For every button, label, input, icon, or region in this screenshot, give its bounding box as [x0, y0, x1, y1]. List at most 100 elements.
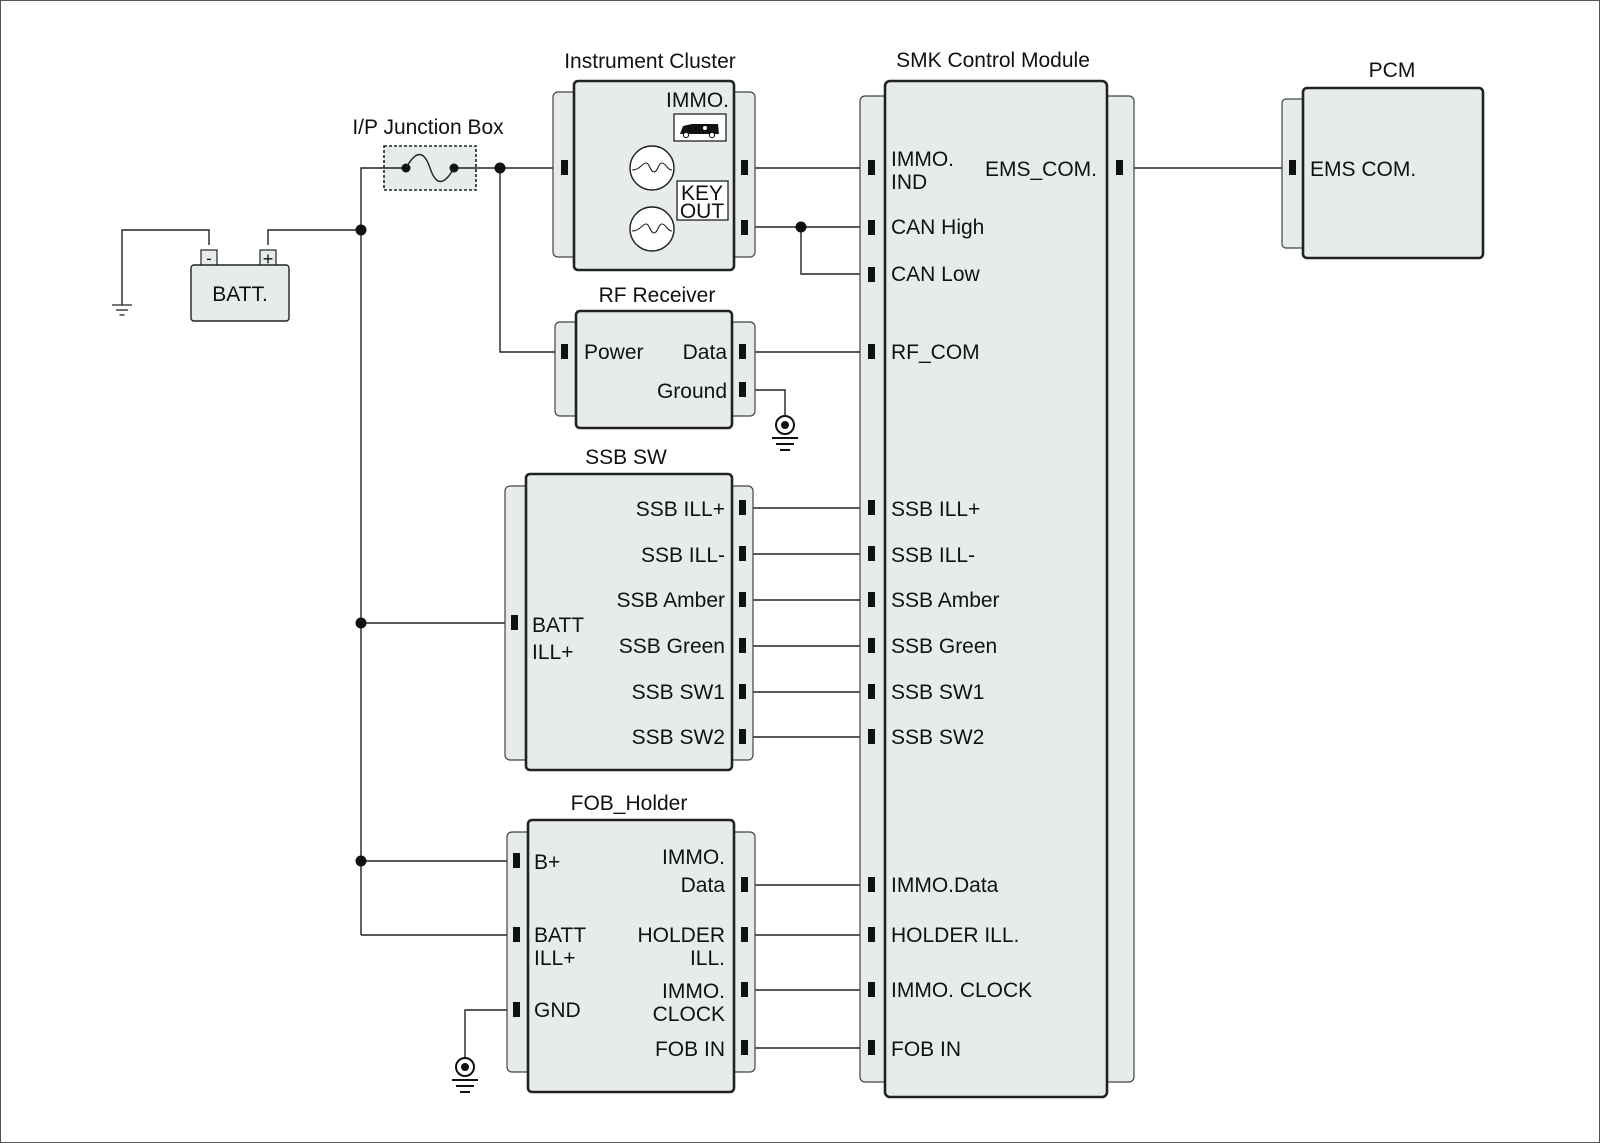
smk-body [883, 79, 1109, 1099]
smk-holder-ill-label: HOLDER ILL. [891, 924, 1019, 947]
ssb-switch: SSB SW BATT ILL+ SSB ILL+ SSB ILL- SSB A… [504, 446, 754, 772]
pin-marker [868, 729, 875, 744]
pin-marker [868, 684, 875, 699]
ground-icon [772, 415, 798, 451]
ssb-sw2-label: SSB SW2 [632, 726, 725, 749]
key-out-lamp-icon [629, 206, 675, 252]
immo-lamp-icon [629, 145, 675, 191]
chassis-ground-icon [112, 304, 132, 316]
pin-marker [739, 546, 746, 561]
smk-ssb-sw2-label: SSB SW2 [891, 726, 984, 749]
pin-marker [511, 615, 518, 630]
pin-marker [741, 877, 748, 892]
ip-junction-box: I/P Junction Box [352, 116, 504, 191]
fob-gnd-wire [464, 1009, 516, 1060]
splice-dot [355, 224, 367, 236]
splice-dot [355, 855, 367, 867]
pin-marker [513, 1002, 520, 1017]
pcm-body [1301, 86, 1485, 260]
ssb-batt-label-1: BATT [532, 614, 584, 637]
pin-marker [1116, 160, 1123, 175]
rf-power-label: Power [584, 341, 644, 364]
pin-marker [868, 592, 875, 607]
battery-ground-wire [121, 229, 210, 305]
pin-marker [741, 927, 748, 942]
smk-ems-com-label: EMS_COM. [985, 158, 1097, 181]
fob-holder-ill-label-1: HOLDER [637, 924, 725, 947]
pin-marker [739, 382, 746, 397]
smk-ssb-ill-minus-label: SSB ILL- [891, 544, 975, 567]
fob-holder-body [526, 818, 736, 1094]
smk-immo-data-label: IMMO.Data [891, 874, 999, 897]
rf-power-wire [499, 168, 562, 353]
ssb-batt-label-2: ILL+ [532, 641, 573, 664]
cluster-immo-label: IMMO. [666, 89, 729, 112]
fob-immo-data-label-1: IMMO. [662, 846, 725, 869]
smk-ssb-amber-label: SSB Amber [891, 589, 1000, 612]
splice-dot [355, 617, 367, 629]
key-out-label-2: OUT [680, 200, 725, 223]
pin-marker [741, 220, 748, 235]
pin-marker [1289, 160, 1296, 175]
fob-holder-ill-label-2: ILL. [690, 947, 725, 970]
smk-immo-ind-label-2: IND [891, 171, 927, 194]
smk-ssb-ill-plus-label: SSB ILL+ [891, 498, 980, 521]
pin-marker [741, 1040, 748, 1055]
pin-marker [739, 592, 746, 607]
pin-marker [868, 1040, 875, 1055]
splice-points [355, 162, 807, 867]
smk-immo-clock-label: IMMO. CLOCK [891, 979, 1032, 1002]
fob-in-label: FOB IN [655, 1038, 725, 1061]
smk-fob-in-label: FOB IN [891, 1038, 961, 1061]
fob-immo-clock-label-2: CLOCK [653, 1003, 725, 1026]
pin-marker [868, 500, 875, 515]
battery: - + BATT. [190, 249, 290, 322]
smk-can-low-label: CAN Low [891, 263, 981, 286]
pin-marker [739, 729, 746, 744]
rf-receiver: RF Receiver Power Data Ground [554, 284, 756, 430]
smk-ssb-sw1-label: SSB SW1 [891, 681, 984, 704]
pin-marker [868, 267, 875, 282]
rf-data-label: Data [683, 341, 728, 364]
pcm-ems-com-label: EMS COM. [1310, 158, 1416, 181]
battery-positive-wire [267, 229, 361, 245]
ssb-sw1-label: SSB SW1 [632, 681, 725, 704]
fob-immo-clock-label-1: IMMO. [662, 980, 725, 1003]
fob-immo-data-label-2: Data [681, 874, 726, 897]
fob-holder-title: FOB_Holder [571, 792, 688, 815]
pin-marker [741, 160, 748, 175]
battery-pos-sign: + [263, 249, 274, 269]
car-key-icon [680, 124, 719, 139]
ssb-green-label: SSB Green [619, 635, 725, 658]
pin-marker [561, 344, 568, 359]
pin-marker [513, 927, 520, 942]
ssb-ill-minus-label: SSB ILL- [641, 544, 725, 567]
rf-ground-label: Ground [657, 380, 727, 403]
junction-box-title: I/P Junction Box [352, 116, 504, 139]
smk-can-high-label: CAN High [891, 216, 984, 239]
pin-marker [868, 927, 875, 942]
pin-marker [739, 500, 746, 515]
smk-immo-ind-label-1: IMMO. [891, 148, 954, 171]
pin-marker [868, 877, 875, 892]
pin-marker [739, 684, 746, 699]
smk-title: SMK Control Module [896, 49, 1090, 72]
fuse-icon [405, 153, 455, 183]
battery-neg-sign: - [206, 249, 212, 268]
pin-marker [739, 344, 746, 359]
can-low-wire [800, 227, 871, 275]
ssb-amber-label: SSB Amber [616, 589, 725, 612]
ssb-sw-body [524, 472, 734, 772]
fob-holder: FOB_Holder B+ BATT ILL+ GND IMMO. Data H… [506, 792, 756, 1094]
fob-gnd-label: GND [534, 999, 581, 1022]
battery-body [190, 264, 290, 322]
rf-ground-wire [743, 389, 786, 420]
pin-marker [561, 160, 568, 175]
ssb-ill-plus-label: SSB ILL+ [636, 498, 725, 521]
pin-marker [868, 220, 875, 235]
ground-icon [452, 1057, 478, 1093]
cluster-title: Instrument Cluster [564, 50, 736, 73]
ssb-sw-title: SSB SW [585, 446, 667, 469]
power-bus-wire [360, 167, 384, 935]
